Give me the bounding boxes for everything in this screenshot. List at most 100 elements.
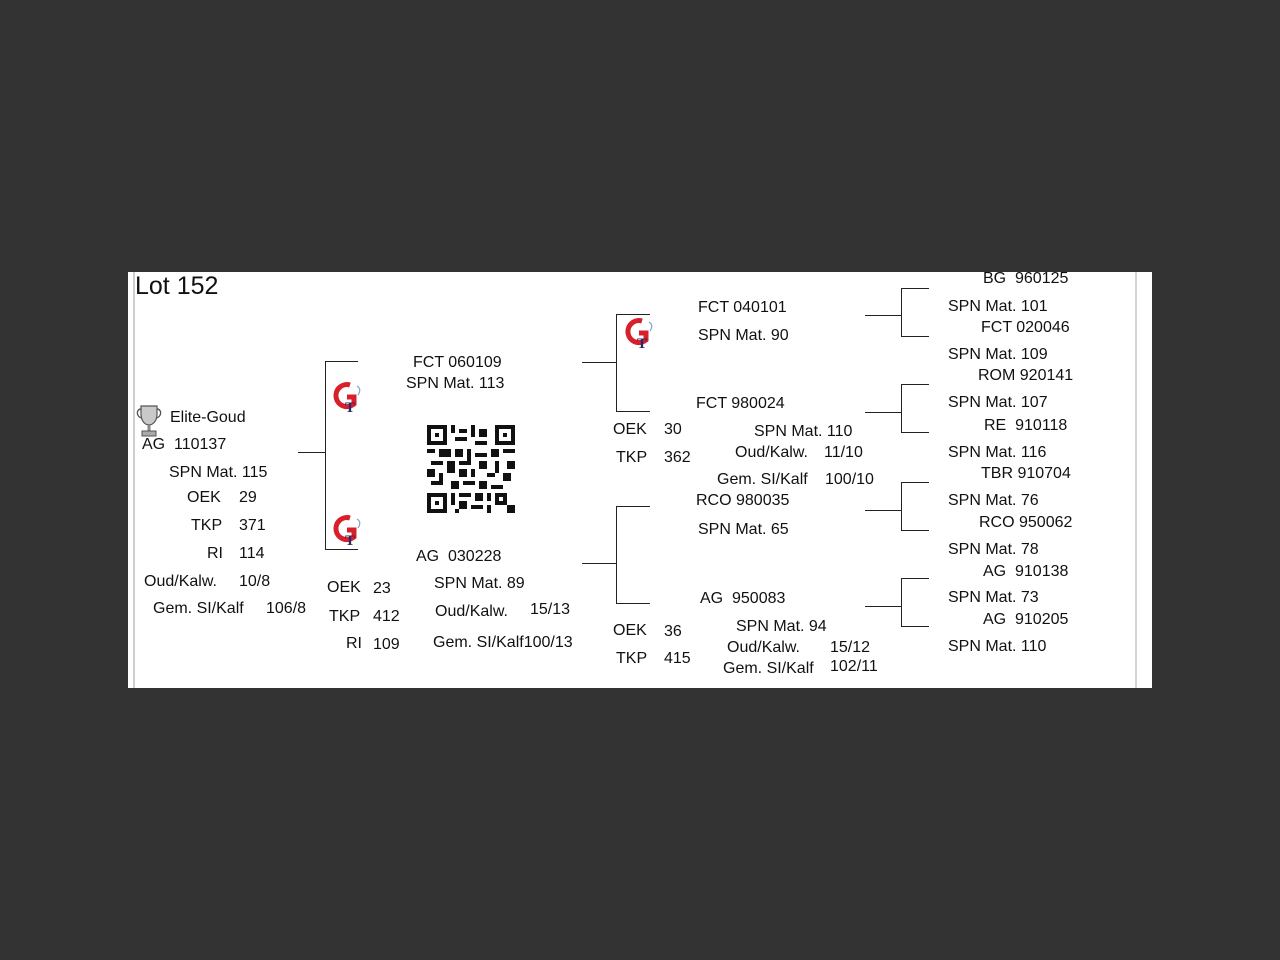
- dam-dam-gem-label: Gem. SI/Kalf: [723, 660, 814, 677]
- sire-dam-id: FCT 980024: [696, 395, 785, 412]
- dam-dam-tkp-label: TKP: [616, 650, 648, 667]
- gt-logo-icon: T: [333, 515, 361, 549]
- sire-dam-oud-value: 11/10: [824, 444, 863, 461]
- sire-sire-spn: SPN Mat. 90: [698, 327, 789, 344]
- subject-tkp-label: TKP: [191, 517, 223, 534]
- subject-gem-value: 106/8: [266, 600, 307, 617]
- sire-dam-oek-label: OEK: [613, 421, 647, 438]
- dam-dam-oek-label: OEK: [613, 622, 647, 639]
- gg-3-id: ROM 920141: [978, 367, 1074, 384]
- sire-id: FCT 060109: [413, 354, 502, 371]
- gg-7-id: AG 910138: [983, 563, 1069, 580]
- connector-sire-vertical: [616, 314, 617, 412]
- connector-gg2-out: [865, 412, 901, 413]
- connector-gg4-vertical: [901, 578, 902, 627]
- connector-gg3-out: [865, 510, 901, 511]
- sire-spn: SPN Mat. 113: [406, 375, 505, 392]
- subject-ri-value: 114: [239, 545, 265, 562]
- qr-code-icon: [427, 425, 515, 513]
- subject-oud-value: 10/8: [239, 573, 271, 590]
- gg-8-spn: SPN Mat. 110: [948, 638, 1047, 655]
- dam-dam-tkp-value: 415: [664, 650, 691, 667]
- gg-5-id: TBR 910704: [981, 465, 1071, 482]
- subject-oud-label: Oud/Kalw.: [144, 573, 217, 590]
- gg-4-spn: SPN Mat. 116: [948, 444, 1047, 461]
- svg-text:T: T: [345, 400, 355, 416]
- connector-gg3-top: [901, 482, 929, 483]
- connector-dam: [325, 549, 358, 550]
- dam-dam-id: AG 950083: [700, 590, 786, 607]
- connector-gg3-vertical: [901, 482, 902, 531]
- connector-dam-dam: [616, 603, 650, 604]
- connector-dam-out: [582, 563, 616, 564]
- gg-3-spn: SPN Mat. 107: [948, 394, 1048, 411]
- gg-2-spn: SPN Mat. 109: [948, 346, 1048, 363]
- dam-sire-spn: SPN Mat. 65: [698, 521, 789, 538]
- pedigree-sheet: Lot 152 Elite-Goud AG 110137 SPN Mat. 11…: [128, 272, 1152, 688]
- dam-tkp-value: 412: [373, 608, 400, 625]
- subject-tkp-value: 371: [239, 517, 266, 534]
- connector-subject: [298, 452, 325, 453]
- sire-dam-gem-label: Gem. SI/Kalf: [717, 471, 808, 488]
- gg-2-id: FCT 020046: [981, 319, 1070, 336]
- connector-sire: [325, 361, 358, 362]
- gt-logo-icon: T: [333, 382, 361, 416]
- sire-dam-oud-label: Oud/Kalw.: [735, 444, 808, 461]
- sire-dam-tkp-label: TKP: [616, 449, 648, 466]
- connector-gg2-bottom: [901, 432, 929, 433]
- dam-oek-value: 23: [373, 580, 391, 597]
- sire-dam-spn: SPN Mat. 110: [754, 423, 853, 440]
- sheet-right-edge: [1135, 272, 1137, 688]
- connector-sire-out: [582, 362, 616, 363]
- subject-id: AG 110137: [142, 436, 227, 453]
- gg-8-id: AG 910205: [983, 611, 1069, 628]
- connector-gg4-bottom: [901, 626, 929, 627]
- connector-dam-vertical: [616, 506, 617, 604]
- subject-oek-value: 29: [239, 489, 257, 506]
- connector-gg1-bottom: [901, 336, 929, 337]
- subject-gem-label: Gem. SI/Kalf: [153, 600, 244, 617]
- dam-ri-value: 109: [373, 636, 400, 653]
- gg-6-id: RCO 950062: [979, 514, 1073, 531]
- dam-dam-gem-value: 102/11: [830, 658, 878, 675]
- subject-spn: SPN Mat. 115: [169, 464, 268, 481]
- dam-oud-label: Oud/Kalw.: [435, 603, 508, 620]
- dam-id: AG 030228: [416, 548, 502, 565]
- connector-gg3-bottom: [901, 530, 929, 531]
- connector-gg1-vertical: [901, 288, 902, 337]
- connector-gg4-out: [865, 606, 901, 607]
- dam-sire-id: RCO 980035: [696, 492, 790, 509]
- connector-gg1-out: [865, 315, 901, 316]
- sire-dam-oek-value: 30: [664, 421, 682, 438]
- dam-oud-value: 15/13: [530, 601, 571, 618]
- gg-5-spn: SPN Mat. 76: [948, 492, 1039, 509]
- svg-text:T: T: [345, 533, 355, 549]
- dam-tkp-label: TKP: [329, 608, 361, 625]
- dam-gem: Gem. SI/Kalf100/13: [433, 634, 573, 651]
- gg-6-spn: SPN Mat. 78: [948, 541, 1039, 558]
- lot-title: Lot 152: [135, 272, 219, 300]
- connector-gg1-top: [901, 288, 929, 289]
- dam-ri-label: RI: [346, 635, 362, 652]
- dam-oek-label: OEK: [327, 579, 361, 596]
- subject-ri-label: RI: [207, 545, 223, 562]
- connector-sire-sire: [616, 314, 650, 315]
- gg-4-id: RE 910118: [984, 417, 1068, 434]
- sheet-left-edge: [133, 272, 135, 688]
- sire-dam-tkp-value: 362: [664, 449, 691, 466]
- connector-gg4-top: [901, 578, 929, 579]
- connector-dam-sire: [616, 506, 650, 507]
- sire-sire-id: FCT 040101: [698, 299, 787, 316]
- gt-logo-icon: T: [625, 318, 653, 352]
- dam-dam-oud-label: Oud/Kalw.: [727, 639, 800, 656]
- connector-sire-dam: [616, 411, 650, 412]
- sire-dam-gem-value: 100/10: [825, 471, 874, 488]
- gg-1-spn: SPN Mat. 101: [948, 298, 1048, 315]
- dam-dam-oek-value: 36: [664, 623, 682, 640]
- connector-gg2-top: [901, 384, 929, 385]
- dam-dam-oud-value: 15/12: [830, 639, 871, 656]
- gg-1-id: BG 960125: [983, 272, 1069, 287]
- dam-dam-spn: SPN Mat. 94: [736, 618, 827, 635]
- trophy-icon: [136, 405, 162, 437]
- dam-spn: SPN Mat. 89: [434, 575, 525, 592]
